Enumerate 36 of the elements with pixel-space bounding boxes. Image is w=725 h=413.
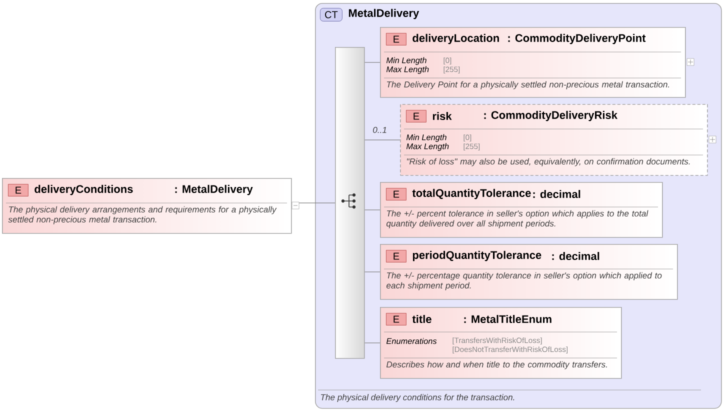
- element-badge: E: [406, 110, 426, 122]
- property-label: Min Length: [406, 134, 446, 142]
- element-type: : CommodityDeliveryPoint: [508, 34, 646, 44]
- element-badge: E: [386, 250, 406, 262]
- connector-line: [364, 62, 380, 63]
- element-badge: E: [386, 188, 406, 200]
- element-name: risk: [432, 112, 452, 120]
- element-type: : decimal: [552, 252, 600, 260]
- element-type: : MetalDelivery: [175, 184, 253, 196]
- description-text: The physical delivery arrangements and requirements for a physically settled non-precious metal transaction.: [8, 206, 277, 224]
- element-name: periodQuantityTolerance: [412, 250, 542, 262]
- element-badge: E: [8, 184, 28, 196]
- property-label: Max Length: [386, 66, 429, 74]
- description-text: Describes how and when title to the commodity transfers.: [386, 361, 607, 370]
- element-type: : CommodityDeliveryRisk: [484, 110, 618, 122]
- type-badge: CT: [320, 8, 342, 22]
- element-badge: E: [386, 313, 406, 326]
- description-text: The physical delivery conditions for the transaction.: [320, 394, 514, 402]
- element-badge: E: [386, 33, 406, 46]
- edge-label: 0..1: [373, 126, 386, 133]
- property-label: Min Length: [386, 57, 426, 65]
- element-type: : MetalTitleEnum: [464, 314, 552, 324]
- property-label: Max Length: [406, 143, 449, 151]
- connector-line: [364, 342, 380, 344]
- element-name: deliveryLocation: [412, 34, 499, 44]
- description-text: The Delivery Point for a physically settled non-precious metal transaction.: [386, 81, 670, 90]
- sequence-bar: [335, 47, 365, 359]
- element-name: deliveryConditions: [34, 184, 133, 196]
- description-text: The +/- percentage quantity tolerance in seller's option which applied to each shipment period.: [386, 272, 662, 290]
- description-text: The +/- percent tolerance in seller's option which applies to the total quantity delivered over all shipment periods.: [386, 210, 648, 228]
- property-label: Enumerations: [386, 338, 437, 344]
- type-name: MetalDelivery: [348, 8, 420, 20]
- element-type: : decimal: [533, 190, 580, 198]
- element-name: title: [412, 314, 432, 324]
- description-text: "Risk of loss" may also be used, equivalently, on confirmation documents.: [407, 158, 690, 166]
- element-name: totalQuantityTolerance: [412, 188, 531, 200]
